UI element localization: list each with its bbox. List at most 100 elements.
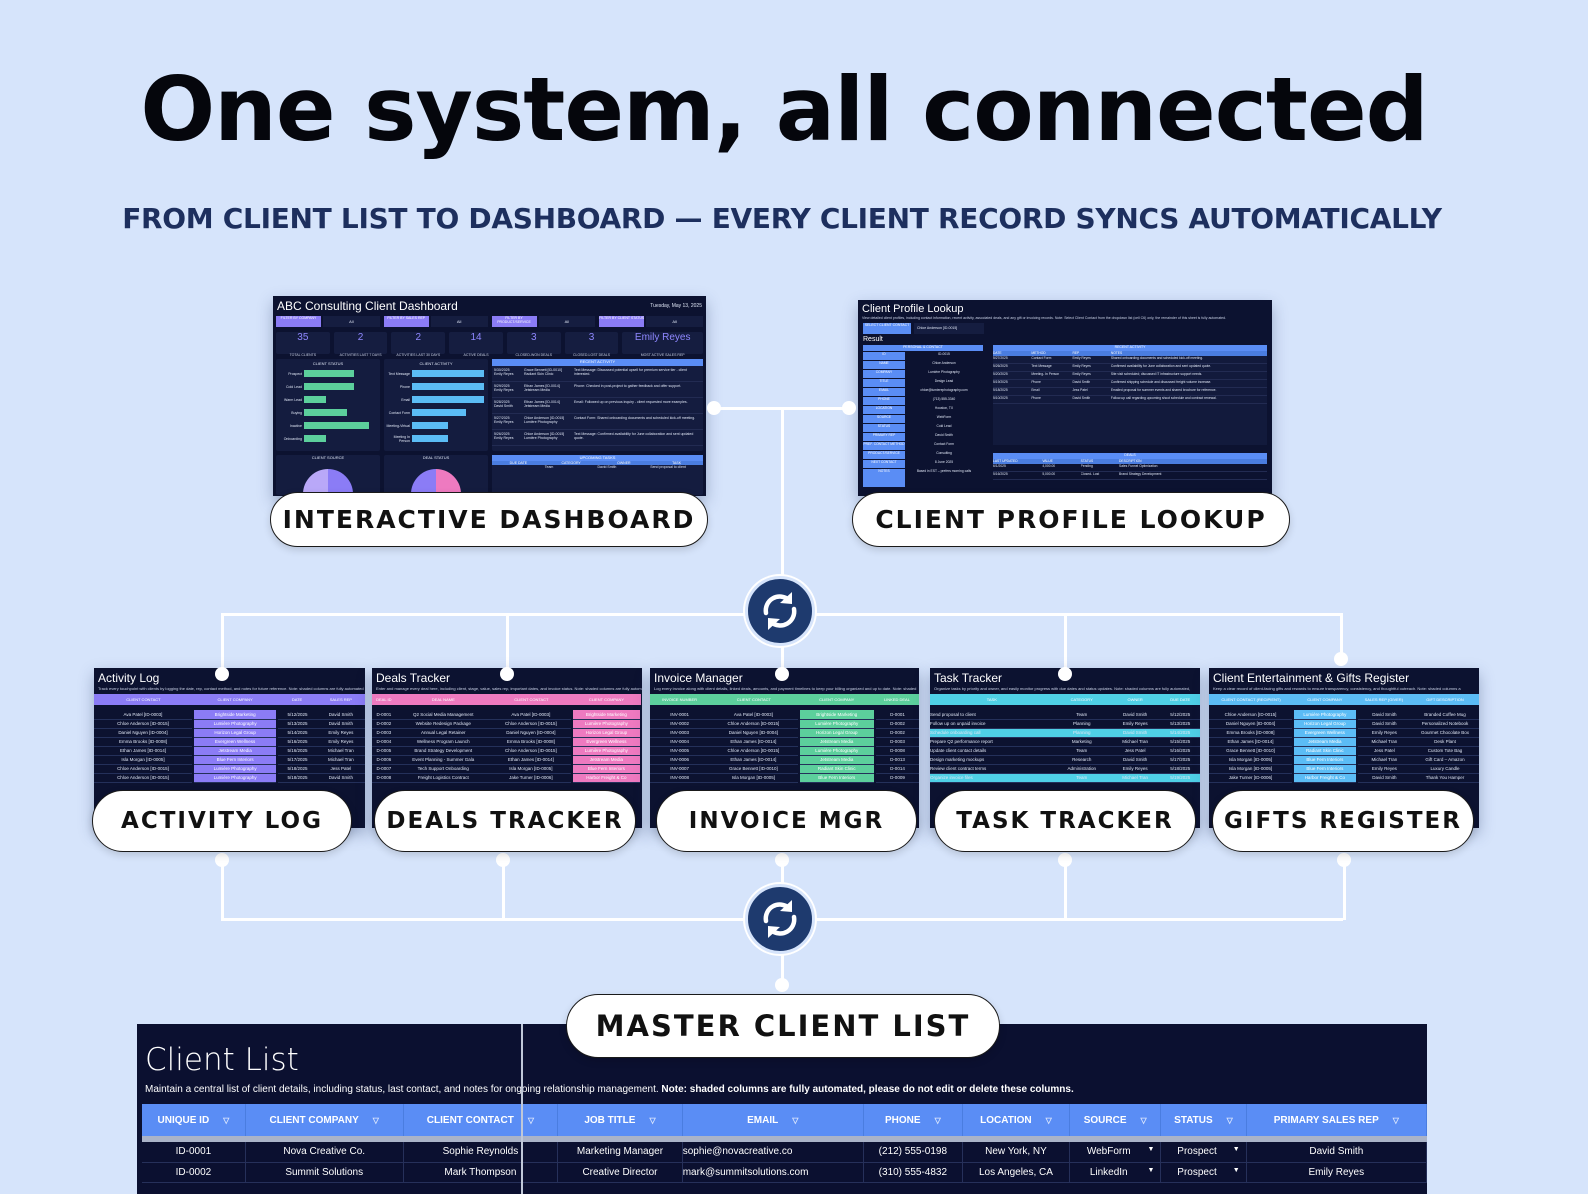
column-header[interactable]: EMAIL▽ bbox=[682, 1104, 864, 1136]
table-cell[interactable]: Ava Patel [ID-0003] bbox=[94, 710, 193, 720]
table-cell[interactable]: Follow up on unpaid invoice bbox=[930, 719, 1054, 729]
table-cell[interactable]: Lumière Photography bbox=[570, 746, 642, 756]
table-cell[interactable]: 5/17/2025 bbox=[277, 755, 317, 765]
filter-icon[interactable]: ▽ bbox=[1045, 1115, 1052, 1125]
table-cell[interactable]: Jess Patel bbox=[316, 764, 365, 774]
table-cell[interactable]: Michael Tran bbox=[1356, 737, 1411, 747]
column-header[interactable]: STATUS▽ bbox=[1160, 1104, 1247, 1136]
table-cell[interactable]: D-0003 bbox=[874, 737, 919, 747]
table-cell[interactable]: Prepare Q2 performance report bbox=[930, 737, 1054, 747]
filter-dropdown[interactable]: All bbox=[538, 316, 596, 327]
table-cell[interactable]: Horizon Legal Group bbox=[191, 728, 279, 738]
table-cell[interactable]: Jetstream Media bbox=[797, 755, 876, 765]
table-cell[interactable]: Schedule onboarding call bbox=[930, 728, 1054, 738]
column-header[interactable]: SALES REP bbox=[329, 697, 352, 702]
table-cell[interactable]: David Smith bbox=[316, 773, 365, 783]
table-cell[interactable]: D-0002 bbox=[372, 719, 396, 729]
table-cell[interactable]: 5/18/2025 bbox=[277, 773, 317, 783]
table-cell[interactable]: Daniel Nguyen [ID-0004] bbox=[1209, 719, 1293, 729]
table-cell[interactable]: Emma Brooks [ID-0008] bbox=[94, 737, 193, 747]
table-cell[interactable]: D-0003 bbox=[372, 728, 396, 738]
table-cell[interactable]: Marketing bbox=[1053, 737, 1110, 747]
table-cell[interactable]: Freight Logistics Contract bbox=[395, 773, 491, 783]
column-header[interactable]: LINKED DEAL bbox=[883, 697, 910, 702]
table-cell[interactable]: Emily Reyes bbox=[1356, 764, 1411, 774]
table-cell[interactable]: Daniel Nguyen [ID-0004] bbox=[709, 728, 799, 738]
table-cell[interactable]: Planning bbox=[1053, 719, 1110, 729]
table-cell[interactable]: Blue Fern Interiors bbox=[797, 773, 876, 783]
table-cell[interactable]: Emily Reyes bbox=[1109, 719, 1161, 729]
table-cell[interactable]: Jetstream Media bbox=[1291, 737, 1358, 747]
table-cell[interactable]: Review client contract terms bbox=[930, 764, 1054, 774]
table-cell[interactable]: Team bbox=[1053, 746, 1110, 756]
table-cell[interactable]: D-0008 bbox=[874, 746, 919, 756]
table-cell[interactable]: Chloe Anderson [ID-0015] bbox=[709, 746, 799, 756]
table-cell[interactable]: 5/14/2025 bbox=[1160, 728, 1200, 738]
column-header[interactable]: CLIENT COMPANY bbox=[217, 697, 253, 702]
table-cell[interactable]: D-0007 bbox=[372, 764, 396, 774]
table-cell[interactable]: 5/16/2025 bbox=[277, 746, 317, 756]
table-cell[interactable]: Grace Bennett [ID-0010] bbox=[709, 764, 799, 774]
table-cell[interactable]: Personalized Notebook bbox=[1411, 719, 1479, 729]
table-cell[interactable]: Wellness Program Launch bbox=[395, 737, 491, 747]
table-cell[interactable]: D-0002 bbox=[874, 728, 919, 738]
table-cell[interactable]: INV-0008 bbox=[650, 773, 710, 783]
filter-dropdown[interactable]: All bbox=[430, 316, 488, 327]
table-cell[interactable]: (310) 555-4832 bbox=[863, 1162, 963, 1183]
table-cell[interactable]: Brightside Marketing bbox=[570, 710, 642, 720]
table-cell[interactable]: Emma Brooks [ID-0008] bbox=[1209, 728, 1293, 738]
table-cell[interactable]: David Smith bbox=[316, 710, 365, 720]
table-cell[interactable]: David Smith bbox=[1356, 773, 1411, 783]
dropdown-arrow-icon[interactable]: ▼ bbox=[1147, 1166, 1155, 1174]
table-cell[interactable]: INV-0002 bbox=[650, 719, 710, 729]
table-cell[interactable]: Grace Bennett [ID-0010] bbox=[1209, 746, 1293, 756]
filter-dropdown[interactable]: All bbox=[323, 316, 380, 327]
table-cell[interactable]: Isla Morgan [ID-0005] bbox=[1209, 755, 1293, 765]
table-cell[interactable]: D-0013 bbox=[874, 755, 919, 765]
table-cell[interactable]: 5/18/2025 bbox=[277, 764, 317, 774]
table-cell[interactable]: Jess Patel bbox=[1109, 746, 1161, 756]
column-header[interactable]: OWNER bbox=[1127, 697, 1143, 702]
table-cell[interactable]: D-0001 bbox=[874, 710, 919, 720]
table-cell[interactable]: Michael Tran bbox=[316, 755, 365, 765]
table-cell[interactable]: Emily Reyes bbox=[316, 737, 365, 747]
table-cell[interactable]: David Smith bbox=[1109, 755, 1161, 765]
column-header[interactable]: GIFT DESCRIPTION bbox=[1426, 697, 1464, 702]
table-cell[interactable]: Evergreen Wellness bbox=[191, 737, 279, 747]
table-cell[interactable]: Los Angeles, CA bbox=[962, 1162, 1071, 1183]
filter-icon[interactable]: ▽ bbox=[792, 1115, 799, 1125]
table-cell[interactable]: Evergreen Wellness bbox=[1291, 728, 1358, 738]
table-cell[interactable]: Radiant Skin Clinic bbox=[1291, 746, 1358, 756]
filter-icon[interactable]: ▽ bbox=[1140, 1115, 1147, 1125]
table-cell[interactable]: Luxury Candle bbox=[1411, 764, 1479, 774]
table-cell[interactable]: Creative Director bbox=[557, 1162, 683, 1183]
table-cell[interactable]: INV-0007 bbox=[650, 764, 710, 774]
filter-icon[interactable]: ▽ bbox=[372, 1115, 379, 1125]
column-header[interactable]: CLIENT COMPANY bbox=[1307, 697, 1343, 702]
table-cell[interactable]: Organize invoice files bbox=[930, 773, 1054, 783]
column-header[interactable]: DATE bbox=[291, 697, 303, 702]
table-cell[interactable]: Chloe Anderson [ID-0015] bbox=[94, 764, 193, 774]
filter-icon[interactable]: ▽ bbox=[649, 1115, 656, 1125]
table-cell[interactable]: Website Redesign Package bbox=[395, 719, 491, 729]
table-cell[interactable]: Team bbox=[1053, 710, 1110, 720]
table-cell[interactable]: David Smith bbox=[1109, 710, 1161, 720]
dropdown-arrow-icon[interactable]: ▼ bbox=[1232, 1166, 1240, 1174]
table-cell[interactable]: David Smith bbox=[1356, 719, 1411, 729]
column-header[interactable]: LOCATION▽ bbox=[962, 1104, 1071, 1136]
table-cell[interactable]: Emily Reyes bbox=[316, 728, 365, 738]
column-header[interactable]: CLIENT COMPANY bbox=[819, 697, 855, 702]
column-header[interactable]: TASK bbox=[986, 697, 997, 702]
table-cell[interactable]: 5/18/2025 bbox=[1160, 764, 1200, 774]
table-cell[interactable]: Administration bbox=[1053, 764, 1110, 774]
column-header[interactable]: CLIENT COMPANY▽ bbox=[245, 1104, 404, 1136]
table-cell[interactable]: Branded Coffee Mug bbox=[1411, 710, 1479, 720]
table-cell[interactable]: Chloe Anderson [ID-0015] bbox=[94, 719, 193, 729]
table-cell[interactable]: Team bbox=[1053, 773, 1110, 783]
table-cell[interactable]: Desk Plant bbox=[1411, 737, 1479, 747]
client-profile-thumbnail[interactable]: Client Profile Lookup View detailed clie… bbox=[858, 300, 1272, 496]
table-cell[interactable]: D-0009 bbox=[874, 773, 919, 783]
column-header[interactable]: CLIENT CONTACT bbox=[126, 697, 161, 702]
table-cell[interactable]: Brightside Marketing bbox=[191, 710, 279, 720]
table-cell[interactable]: Sophie Reynolds bbox=[403, 1142, 559, 1163]
